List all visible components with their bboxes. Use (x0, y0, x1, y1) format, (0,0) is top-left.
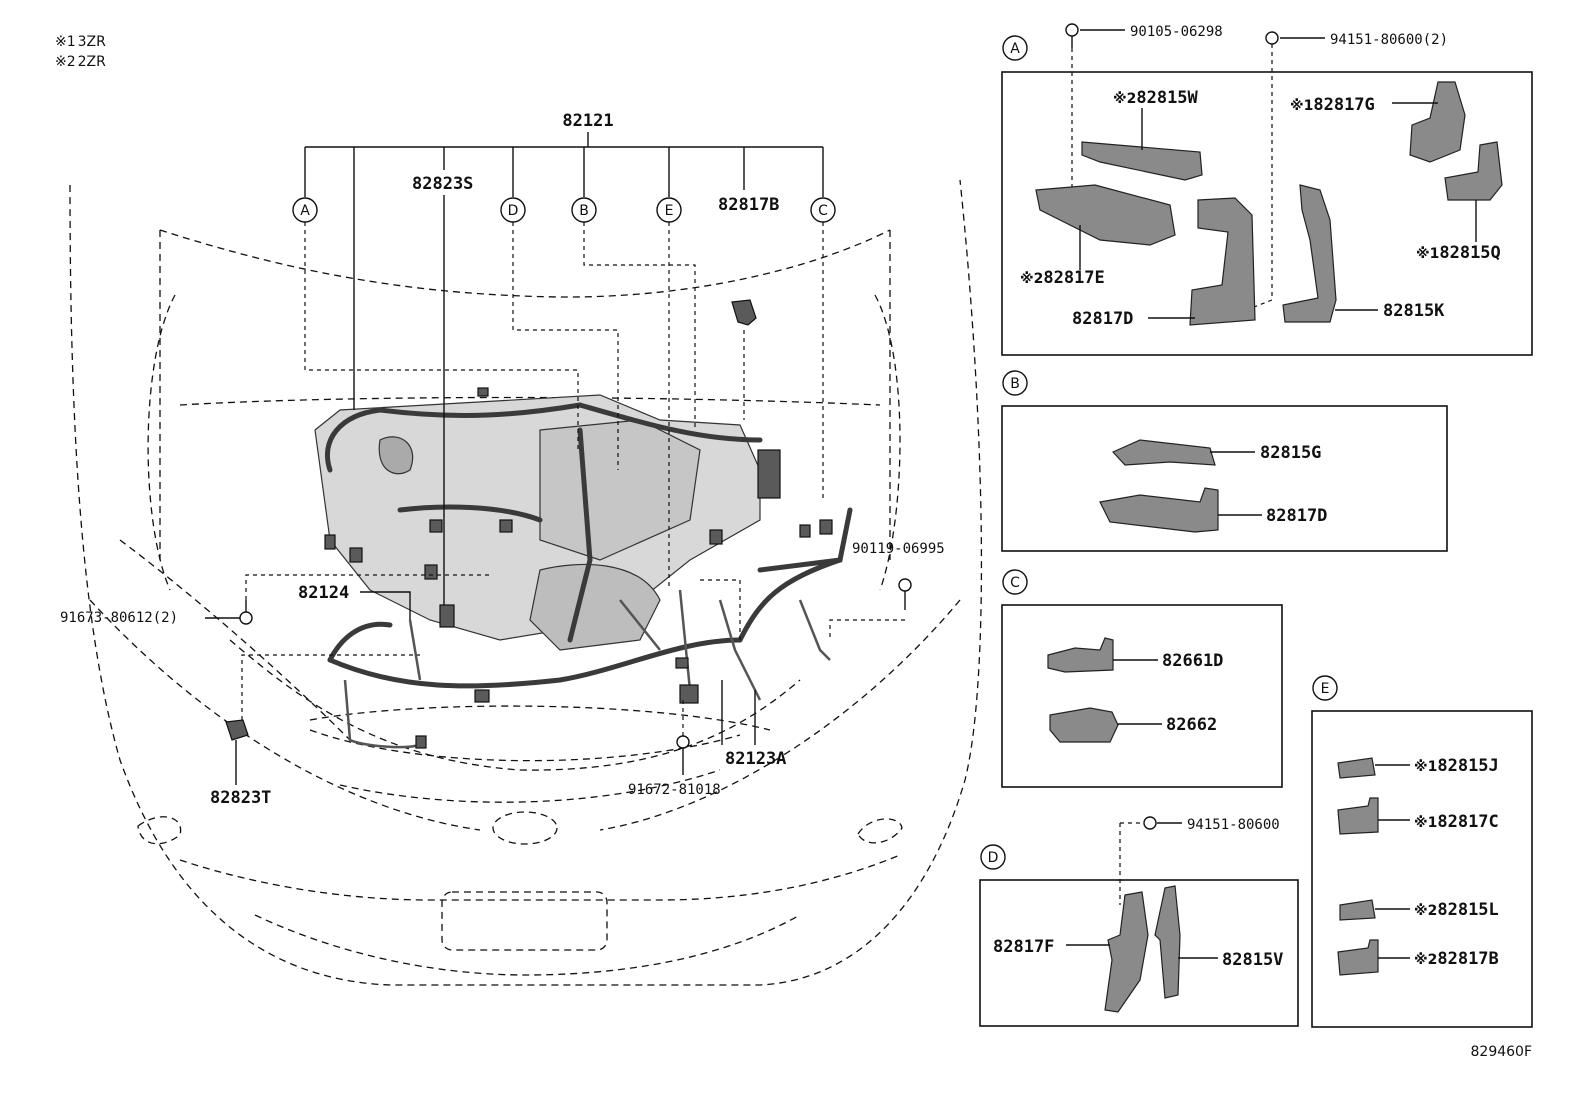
panel-b-callout (1002, 370, 1028, 396)
panel-c-box (1001, 604, 1283, 788)
callout-c[interactable]: C (810, 197, 836, 223)
part-82817D-a (1189, 197, 1256, 326)
panel-a: A 90105-06298 94151-80600(2) ※282815W ※2… (1001, 23, 1533, 356)
bolt-90119-icon (829, 578, 912, 640)
callout-a[interactable]: A (292, 197, 318, 223)
bolt-90105-06298-icon (1065, 23, 1079, 205)
svg-text:D: D (508, 203, 519, 219)
part-82815V (1154, 885, 1181, 999)
label-82823T: 82823T (210, 788, 271, 808)
part-82817F (1104, 891, 1149, 1013)
part-82661D (1047, 637, 1114, 673)
label-82817B-e: ※282817B (1414, 949, 1499, 969)
figure-code: 829460F (1471, 1044, 1533, 1060)
label-91673-80612: 91673-80612(2) (60, 610, 178, 626)
panel-d-callout (980, 844, 1006, 870)
label-82815L: ※282815L (1414, 900, 1499, 920)
label-82815G: 82815G (1260, 443, 1321, 463)
callout-d[interactable]: D (500, 197, 526, 223)
callout-b[interactable]: B (571, 197, 597, 223)
label-82662: 82662 (1166, 715, 1217, 735)
svg-text:C: C (1010, 575, 1020, 591)
part-82815Q (1444, 141, 1503, 201)
panel-e: E ※182815J ※182817C ※282815L ※282817B (1311, 675, 1533, 1028)
panel-b-box (1001, 405, 1448, 552)
vehicle-outline (69, 179, 983, 986)
part-82817B-e (1337, 939, 1379, 976)
label-82815V: 82815V (1222, 950, 1283, 970)
label-82823S: 82823S (412, 174, 473, 194)
label-82661D: 82661D (1162, 651, 1223, 671)
panel-a-callout (1002, 35, 1028, 61)
part-82662 (1049, 707, 1119, 743)
label-82817D-a: 82817D (1072, 309, 1133, 329)
label-94151-80600-2: 94151-80600(2) (1330, 32, 1448, 48)
label-82817G: ※182817G (1290, 95, 1375, 115)
part-82817G (1409, 81, 1466, 163)
svg-text:E: E (1321, 681, 1330, 697)
panel-e-callout (1312, 675, 1338, 701)
label-82121: 82121 (562, 111, 613, 131)
part-82817C (1337, 797, 1379, 835)
label-82815J: ※182815J (1414, 756, 1499, 776)
part-82817E (1035, 184, 1176, 246)
panel-c: C 82661D 82662 (1001, 569, 1283, 788)
part-82817D-b (1099, 487, 1219, 533)
svg-text:C: C (818, 203, 828, 219)
label-82124: 82124 (298, 583, 349, 603)
part-82815L (1339, 899, 1376, 921)
part-82815J (1337, 757, 1376, 779)
harness-82121-bracket: 82121 (304, 111, 824, 410)
panel-b: B 82815G 82817D (1001, 370, 1448, 552)
label-82815K: 82815K (1383, 301, 1445, 321)
part-82815K (1282, 184, 1337, 323)
label-90105-06298: 90105-06298 (1130, 24, 1223, 40)
bolt-94151-80600-d-icon (1119, 816, 1157, 905)
panel-a-box (1001, 71, 1533, 356)
callout-e[interactable]: E (656, 197, 682, 223)
svg-text:E: E (665, 203, 674, 219)
svg-text:A: A (1010, 41, 1020, 57)
part-82815G (1111, 439, 1216, 466)
panel-c-callout (1002, 569, 1028, 595)
svg-text:A: A (300, 203, 310, 219)
part-82815W (1081, 141, 1203, 181)
callout-leaders (304, 222, 824, 640)
label-82817F: 82817F (993, 937, 1054, 957)
label-94151-80600-d: 94151-80600 (1187, 817, 1280, 833)
svg-text:D: D (988, 850, 999, 866)
panel-e-box (1311, 710, 1533, 1028)
engine-illustration (314, 387, 853, 749)
label-82817D-b: 82817D (1266, 506, 1327, 526)
label-82817E: ※282817E (1020, 268, 1105, 288)
panel-d-box (979, 879, 1299, 1027)
label-82815Q: ※182815Q (1416, 243, 1501, 263)
label-82817B: 82817B (718, 195, 779, 215)
svg-text:B: B (1010, 376, 1020, 392)
bolt-91673-icon (239, 574, 490, 625)
bolt-91672-icon (676, 700, 690, 775)
main-part-labels: 82823S 82817B 82124 91673-80612(2) 90119… (60, 174, 945, 808)
label-90119-06995: 90119-06995 (852, 541, 945, 557)
label-91672-81018: 91672-81018 (628, 782, 721, 798)
label-82123A: 82123A (725, 749, 786, 769)
panel-d: D 94151-80600 82817F 82815V (979, 816, 1299, 1027)
label-82815W: ※282815W (1113, 88, 1199, 108)
label-82817C: ※182817C (1414, 812, 1499, 832)
svg-text:B: B (579, 203, 589, 219)
